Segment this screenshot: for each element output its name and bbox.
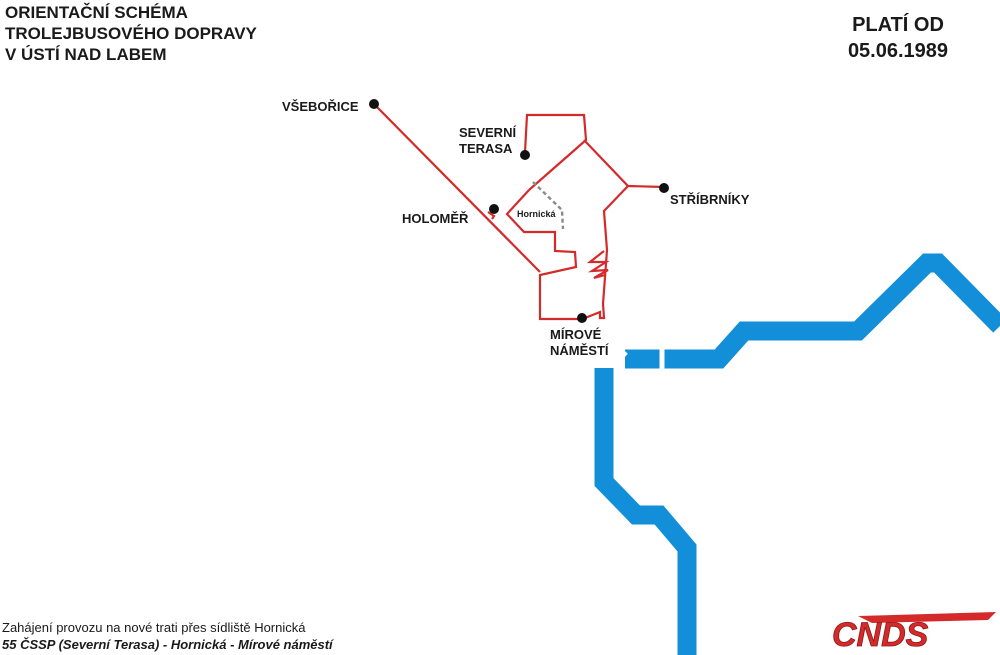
river-east-segment [663, 253, 1000, 369]
stop-label-vseborice: VŠEBOŘICE [282, 99, 359, 114]
river-gap-2 [611, 350, 628, 368]
stop-label-severni-terasa-1: SEVERNÍ [459, 125, 516, 140]
route-stribrniky [583, 139, 665, 189]
river-gaps [611, 346, 665, 372]
route-east-branch [584, 185, 629, 320]
route-zigzag [586, 250, 610, 280]
stop-label-severni-terasa-2: TERASA [459, 141, 513, 156]
route-holomer-spur [487, 211, 496, 220]
map-title-line-1: ORIENTAČNÍ SCHÉMA [5, 3, 188, 22]
validity-value: 05.06.1989 [847, 40, 949, 62]
footnote-line-2: 55 ČSSP (Severní Terasa) - Hornická - Mí… [2, 637, 333, 652]
map-title-line-3: V ÚSTÍ NAD LABEM [5, 45, 167, 64]
stop-dot-severni-terasa [520, 150, 530, 160]
route-west-loop [505, 189, 585, 321]
route-severni-terasa-loop [523, 113, 588, 191]
stop-label-hornicka: Hornická [517, 209, 557, 219]
trolleybus-routes [373, 103, 665, 321]
cnds-logo: CNDS [832, 612, 996, 652]
route-vseborice [373, 103, 541, 273]
logo-swoosh [858, 612, 996, 623]
stop-dot-mirove-namesti [577, 313, 587, 323]
stop-label-holomer: HOLOMĚŘ [402, 211, 469, 226]
validity-date: PLATÍ OD 05.06.1989 [836, 12, 960, 64]
logo-text: CNDS [832, 616, 929, 652]
river-south-segment [594, 368, 697, 655]
stop-dot-stribrniky [659, 183, 669, 193]
stop-label-mirove-1: MÍROVÉ [550, 327, 602, 342]
planned-route-hornicka [532, 181, 565, 230]
stop-dot-vseborice [369, 99, 379, 109]
map-title-line-2: TROLEJBUSOVÉHO DOPRAVY [5, 24, 257, 43]
footnote: Zahájení provozu na nové trati přes sídl… [2, 619, 333, 653]
validity-label: PLATÍ OD [852, 14, 944, 36]
river [594, 253, 1000, 655]
stop-label-stribrniky: STŘÍBRNÍKY [670, 192, 750, 207]
stop-label-mirove-2: NÁMĚSTÍ [550, 343, 609, 358]
stops [369, 99, 669, 323]
footnote-line-1: Zahájení provozu na nové trati přes sídl… [2, 620, 306, 635]
stop-dot-holomer [489, 204, 499, 214]
map-title: ORIENTAČNÍ SCHÉMA TROLEJBUSOVÉHO DOPRAVY… [5, 2, 257, 65]
route-zigzag-line [586, 250, 610, 280]
